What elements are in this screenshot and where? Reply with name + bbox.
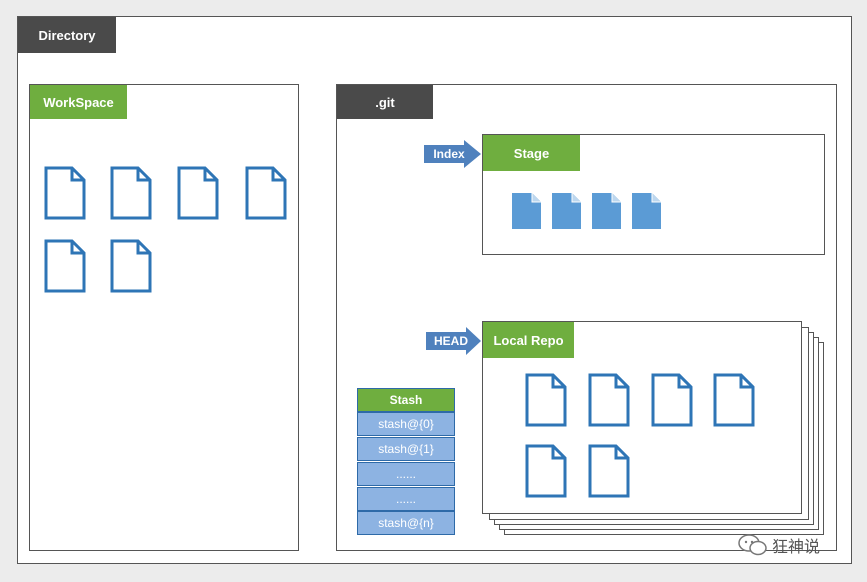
index-arrow: Index (424, 140, 482, 168)
repo-file-icon (713, 373, 755, 427)
repo-file-icon (588, 444, 630, 498)
workspace-panel (29, 84, 299, 551)
workspace-label: WorkSpace (30, 85, 127, 119)
stash-row: stash@{0} (357, 412, 455, 436)
file-icon (110, 239, 152, 293)
file-icon (177, 166, 219, 220)
staged-file-icon (552, 193, 581, 229)
staged-file-icon (512, 193, 541, 229)
wechat-icon (738, 534, 767, 556)
directory-label: Directory (18, 17, 116, 53)
repo-file-icon (525, 373, 567, 427)
local-repo-label: Local Repo (483, 322, 574, 358)
stash-row: stash@{n} (357, 511, 455, 535)
staged-file-icon (592, 193, 621, 229)
head-label: HEAD (433, 334, 468, 348)
repo-file-icon (588, 373, 630, 427)
watermark-text: 狂神说 (772, 539, 821, 556)
stash-row: stash@{1} (357, 437, 455, 461)
watermark: 狂神说 (738, 532, 848, 558)
repo-file-icon (651, 373, 693, 427)
stash-row: ...... (357, 462, 455, 486)
repo-file-icon (525, 444, 567, 498)
stash-title: Stash (357, 388, 455, 412)
stage-label: Stage (483, 135, 580, 171)
staged-file-icon (632, 193, 661, 229)
file-icon (245, 166, 287, 220)
index-label: Index (433, 147, 465, 161)
head-arrow-shape (426, 327, 481, 355)
file-icon (110, 166, 152, 220)
git-label: .git (337, 85, 433, 119)
index-arrow-shape (424, 140, 481, 168)
file-icon (44, 239, 86, 293)
stash-row: ...... (357, 487, 455, 511)
head-arrow: HEAD (426, 327, 482, 355)
file-icon (44, 166, 86, 220)
